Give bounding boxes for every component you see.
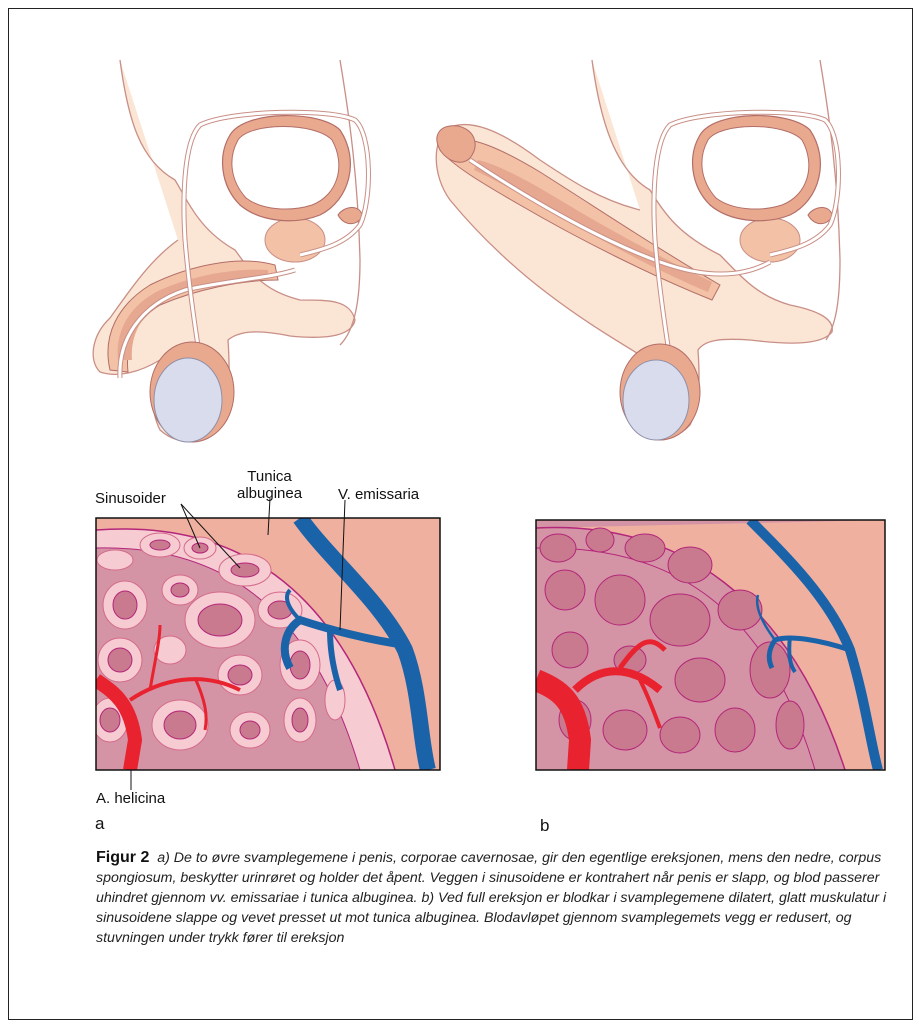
tissue-panel-a	[92, 518, 440, 770]
bladder-lumen-erect	[702, 127, 809, 210]
label-tunica-albuginea: Tunica albuginea	[237, 468, 302, 502]
label-v-emissaria: V. emissaria	[338, 486, 419, 503]
label-a-helicina: A. helicina	[96, 790, 165, 807]
anatomy-erect-diagram	[436, 60, 840, 440]
figure-label: Figur 2	[96, 849, 149, 866]
prostate-erect	[740, 218, 800, 262]
spine-back-line	[340, 60, 360, 345]
panel-label-a: a	[95, 814, 104, 834]
sinusoid-a1	[150, 540, 170, 550]
sinusoid-b1	[540, 534, 576, 562]
tissue-panel-b	[536, 520, 885, 770]
anatomy-flaccid-diagram	[93, 60, 368, 442]
testis-flaccid	[154, 358, 222, 442]
testis-erect	[623, 360, 689, 440]
seminal-vesicle	[338, 208, 362, 224]
label-tunica-line2: albuginea	[237, 485, 302, 502]
label-tunica-line1: Tunica	[237, 468, 302, 485]
figure-caption: Figur 2 a) De to øvre svamplegemene i pe…	[96, 848, 896, 948]
bladder-lumen	[232, 127, 339, 210]
label-sinusoider: Sinusoider	[95, 490, 166, 507]
caption-text: a) De to øvre svamplegemene i penis, cor…	[96, 850, 886, 946]
prostate	[265, 218, 325, 262]
panel-label-b: b	[540, 816, 549, 836]
seminal-vesicle-erect	[808, 208, 832, 224]
sinusoid-a3	[231, 563, 259, 577]
